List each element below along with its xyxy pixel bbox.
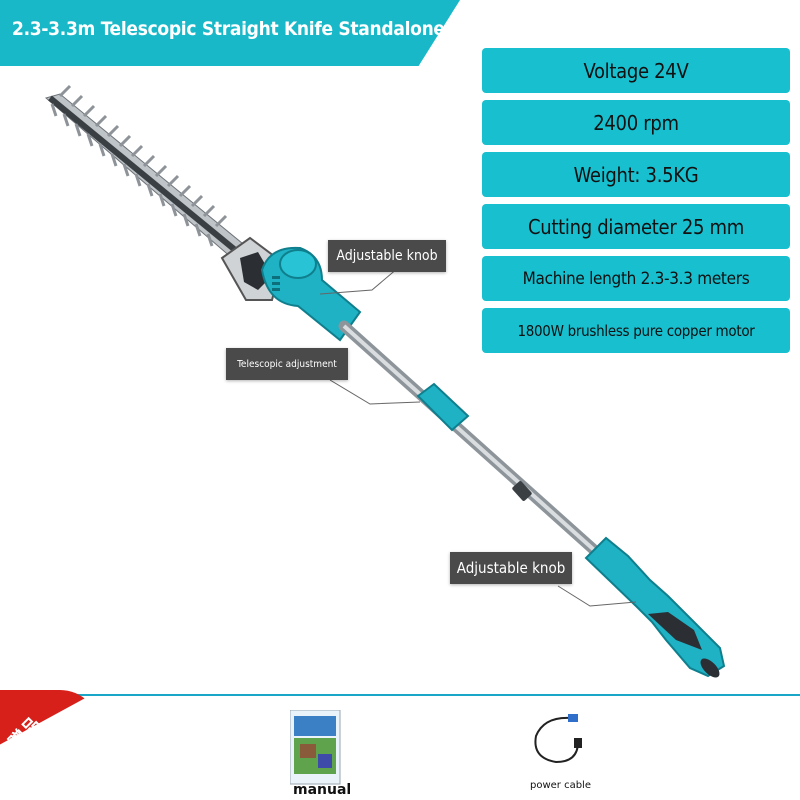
manual-label: manual [293,782,352,798]
spec-rpm: 2400 rpm [482,100,790,145]
manual-image [290,710,341,785]
telescopic-collar [416,382,470,432]
callout-adjustable-knob-bottom: Adjustable knob [450,552,572,584]
power-cable-image [534,714,582,764]
blade [44,84,249,259]
power-cable-label: power cable [530,780,591,791]
spec-weight: Weight: 3.5KG [482,152,790,197]
callout-telescopic-adjustment: Telescopic adjustment [226,348,348,380]
spec-voltage: Voltage 24V [482,48,790,93]
spec-motor: 1800W brushless pure copper motor [482,308,790,353]
spec-cutting-diameter: Cutting diameter 25 mm [482,204,790,249]
spec-list: Voltage 24V 2400 rpm Weight: 3.5KG Cutti… [482,48,790,360]
telescopic-pole [338,320,618,572]
callout-leaders [319,267,637,607]
spec-machine-length: Machine length 2.3-3.3 meters [482,256,790,301]
callout-adjustable-knob-top: Adjustable knob [328,240,446,272]
gift-section-divider [0,694,800,696]
page-title: 2.3-3.3m Telescopic Straight Knife Stand… [12,18,490,40]
rear-handle [584,536,726,678]
motor-housing [260,246,362,342]
pole-clip [512,481,532,501]
title-banner [0,0,460,66]
